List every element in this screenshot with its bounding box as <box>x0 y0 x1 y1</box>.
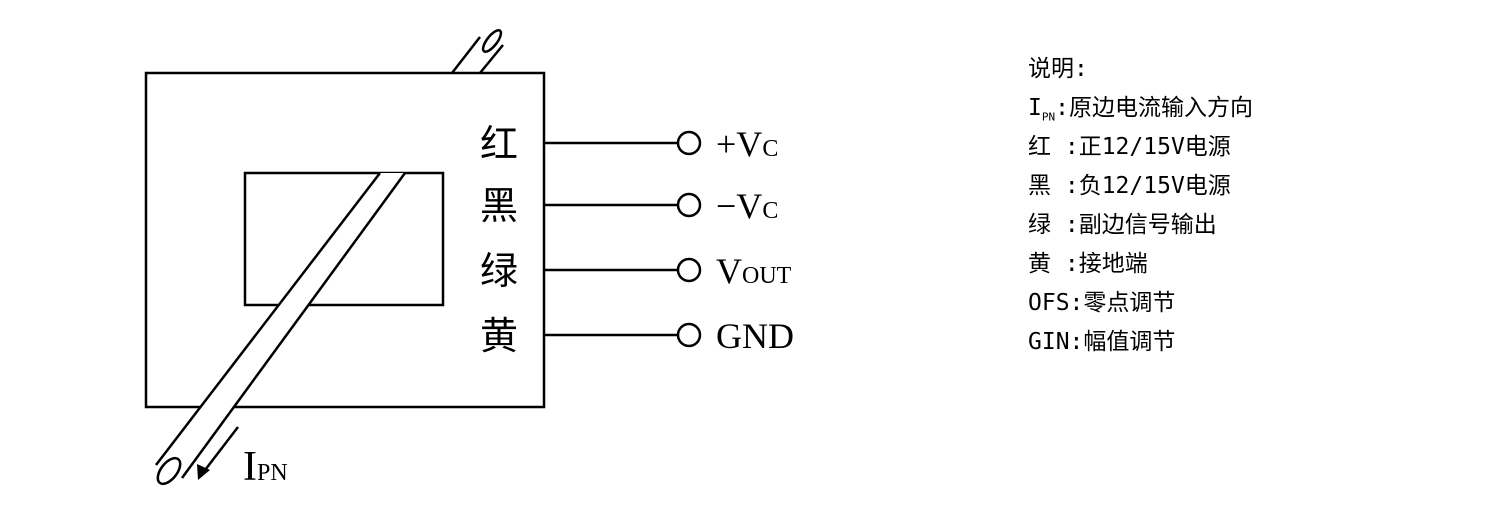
terminal-circle-icon <box>676 322 702 348</box>
wire-row: 黑 −VC <box>480 184 778 228</box>
legend: 说明: IPN:原边电流输入方向红 :正12/15V电源黑 :负12/15V电源… <box>1028 50 1253 362</box>
current-arrow-icon <box>197 426 239 480</box>
terminal-label-sub: OUT <box>742 263 792 289</box>
legend-item: IPN:原边电流输入方向 <box>1028 89 1253 128</box>
current-label-main: I <box>243 444 257 490</box>
legend-item: 绿 :副边信号输出 <box>1028 206 1253 245</box>
wire-color-label: 红 <box>480 122 518 166</box>
terminal-label-sub: C <box>762 198 778 224</box>
legend-item: OFS:零点调节 <box>1028 284 1253 323</box>
wire-row: 红 +VC <box>480 122 778 166</box>
wire-row: 黄 GND <box>480 314 794 358</box>
terminal-label: +VC <box>716 124 778 164</box>
terminal-circle-icon <box>676 192 702 218</box>
legend-desc: :零点调节 <box>1069 290 1176 316</box>
legend-desc: :负12/15V电源 <box>1064 173 1231 199</box>
terminal-label-sub: C <box>762 136 778 162</box>
legend-desc: :接地端 <box>1064 251 1148 277</box>
wire-color-label: 黑 <box>480 184 518 228</box>
legend-desc: :原边电流输入方向 <box>1055 95 1253 121</box>
terminal-circle-icon <box>676 130 702 156</box>
terminal-label: −VC <box>716 186 778 226</box>
legend-key: 黑 <box>1028 173 1065 199</box>
terminal-label: GND <box>716 316 794 356</box>
legend-title: 说明: <box>1028 56 1088 82</box>
wire-color-label: 绿 <box>480 249 518 293</box>
wire-color-label: 黄 <box>480 314 518 358</box>
legend-key: I <box>1028 95 1042 121</box>
current-label-sub: PN <box>257 460 288 486</box>
legend-item: 黑 :负12/15V电源 <box>1028 167 1253 206</box>
legend-desc: :幅值调节 <box>1069 329 1176 355</box>
conductor-rear <box>451 29 504 74</box>
terminal-label-main: −V <box>716 186 762 226</box>
legend-key-sub: PN <box>1041 110 1056 124</box>
terminal-circle-icon <box>676 257 702 283</box>
terminal-label: VOUT <box>716 251 792 291</box>
legend-key: 黄 <box>1028 251 1065 277</box>
legend-desc: :副边信号输出 <box>1064 212 1217 238</box>
legend-key: 绿 <box>1028 212 1065 238</box>
terminal-label-main: GND <box>716 316 794 356</box>
legend-item: GIN:幅值调节 <box>1028 323 1253 362</box>
legend-key: 红 <box>1028 134 1065 160</box>
legend-item: 黄 :接地端 <box>1028 245 1253 284</box>
legend-items: IPN:原边电流输入方向红 :正12/15V电源黑 :负12/15V电源绿 :副… <box>1028 89 1253 362</box>
legend-desc: :正12/15V电源 <box>1064 134 1231 160</box>
terminal-label-main: V <box>716 251 742 291</box>
legend-key: GIN <box>1028 329 1070 355</box>
legend-item: 红 :正12/15V电源 <box>1028 128 1253 167</box>
primary-conductor <box>155 172 407 486</box>
current-label: IPN <box>243 444 288 490</box>
terminal-label-main: +V <box>716 124 762 164</box>
legend-key: OFS <box>1028 290 1070 316</box>
wire-row: 绿 VOUT <box>480 249 792 293</box>
